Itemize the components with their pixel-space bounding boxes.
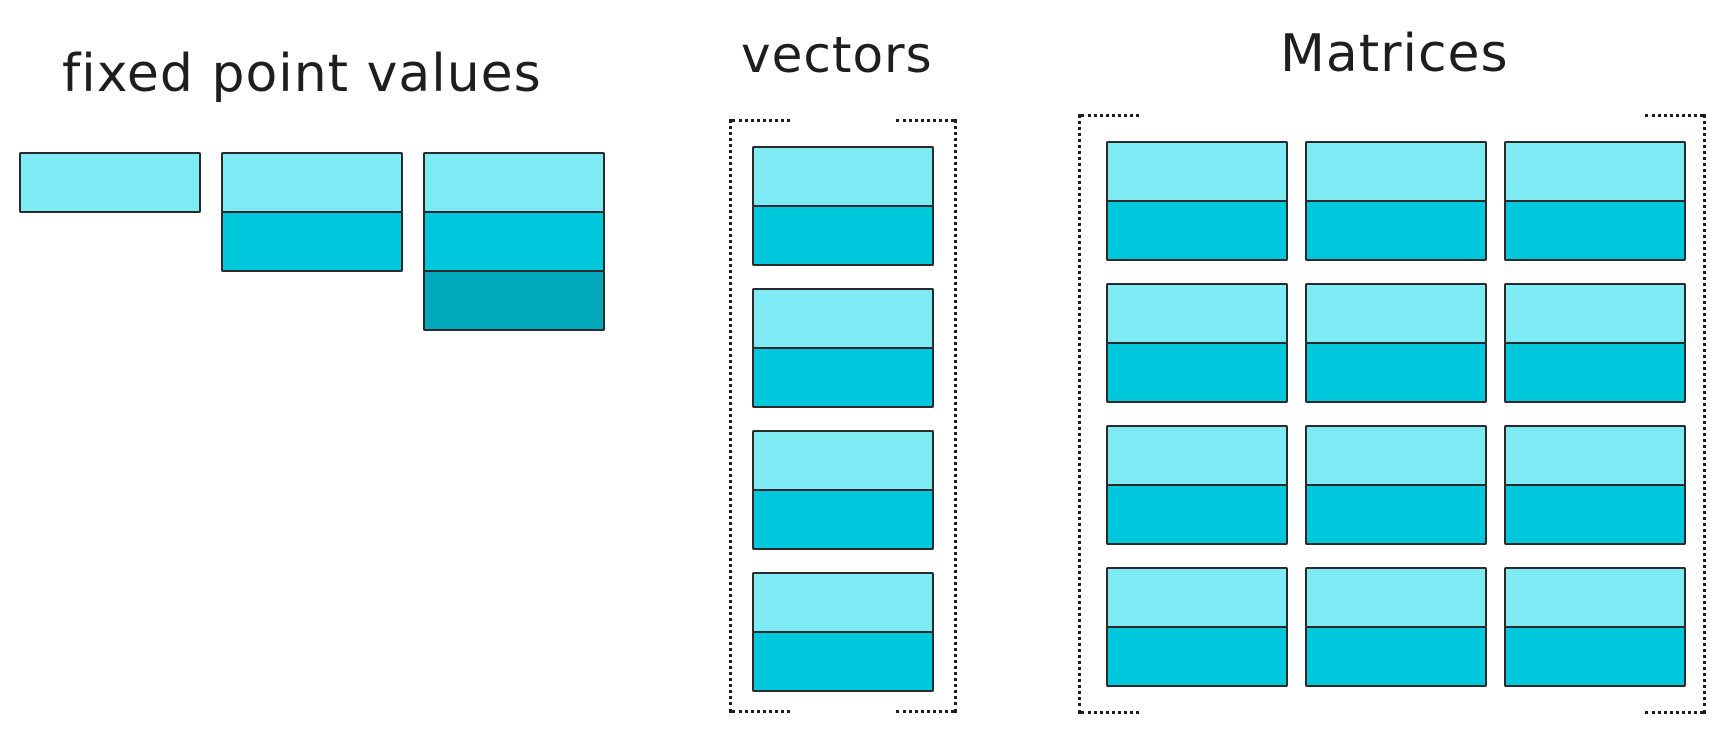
medium-cell [1106,342,1288,403]
medium-cell [1504,200,1686,261]
vectors-title: vectors [741,26,933,84]
light-cell [752,146,934,207]
vector-element [752,572,934,692]
matrix-element [1106,567,1288,687]
bracket-cap [1081,711,1139,714]
medium-cell [1305,484,1487,545]
medium-cell [1305,626,1487,687]
matrix-element [1305,567,1487,687]
matrix-element [1504,425,1686,545]
matrix-element [1504,283,1686,403]
matrix-bracket [1078,114,1706,714]
fixed-point-stack [423,152,605,331]
fixed-point-stack [19,152,201,213]
medium-cell [1305,342,1487,403]
light-cell [1305,283,1487,344]
light-cell [1106,283,1288,344]
matrix-element [1106,283,1288,403]
light-cell [1106,141,1288,202]
medium-cell [1504,484,1686,545]
medium-cell [752,631,934,692]
matrices-title: Matrices [1280,24,1509,84]
light-cell [221,152,403,213]
medium-cell [1305,200,1487,261]
light-cell [1504,283,1686,344]
light-cell [752,430,934,491]
bracket-cap [1081,114,1139,117]
light-cell [752,572,934,633]
matrix-element [1106,425,1288,545]
light-cell [19,152,201,213]
vector-element [752,146,934,266]
light-cell [1305,425,1487,486]
medium-cell [1106,484,1288,545]
bracket-cap [732,710,790,713]
matrix-element [1504,141,1686,261]
matrix-element [1504,567,1686,687]
medium-cell [423,211,605,272]
vector-bracket [729,119,957,713]
medium-cell [1106,200,1288,261]
light-cell [1305,141,1487,202]
dark-cell [423,270,605,331]
medium-cell [1106,626,1288,687]
light-cell [1106,425,1288,486]
light-cell [1504,425,1686,486]
vector-element [752,430,934,550]
matrix-element [1106,141,1288,261]
matrix-element [1305,141,1487,261]
medium-cell [1504,626,1686,687]
bracket-cap [1645,711,1703,714]
light-cell [423,152,605,213]
light-cell [752,288,934,349]
bracket-cap [1645,114,1703,117]
fixed-point-values-title: fixed point values [62,44,542,104]
light-cell [1504,567,1686,628]
medium-cell [221,211,403,272]
medium-cell [752,347,934,408]
bracket-cap [732,119,790,122]
matrix-element [1305,283,1487,403]
fixed-point-stack [221,152,403,272]
medium-cell [752,489,934,550]
light-cell [1106,567,1288,628]
matrix-element [1305,425,1487,545]
medium-cell [1504,342,1686,403]
bracket-cap [896,119,954,122]
vector-element [752,288,934,408]
medium-cell [752,205,934,266]
light-cell [1504,141,1686,202]
light-cell [1305,567,1487,628]
bracket-cap [896,710,954,713]
